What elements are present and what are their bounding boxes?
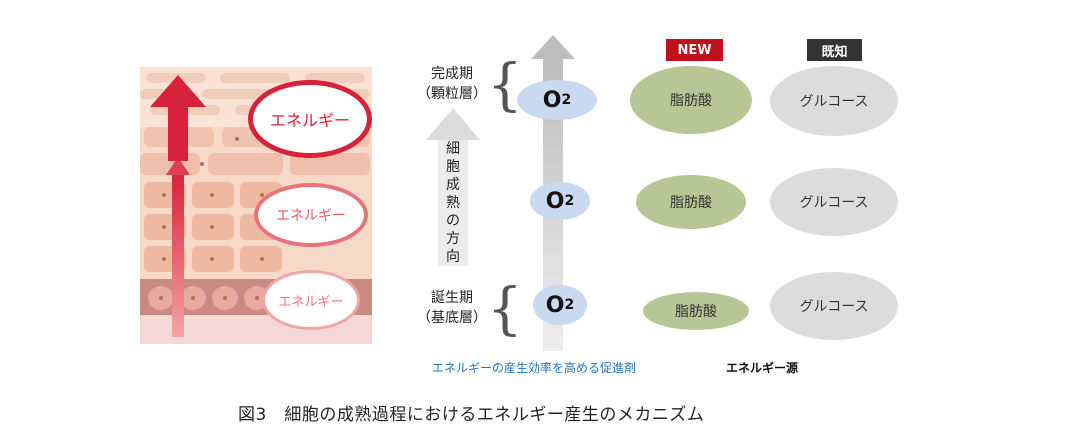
figure-title: 図3 細胞の成熟過程におけるエネルギー産生のメカニズム bbox=[238, 405, 705, 425]
direction-char: 向 bbox=[446, 249, 460, 265]
maturation-direction-text: 細 胞 成 熟 の 方 向 bbox=[443, 140, 463, 266]
tag-known: 既知 bbox=[807, 39, 862, 61]
glucose-bottom: グルコース bbox=[770, 272, 898, 340]
fatty-acid-bottom: 脂肪酸 bbox=[643, 292, 749, 330]
o2-symbol: O bbox=[545, 292, 565, 318]
direction-char: 方 bbox=[446, 231, 460, 247]
direction-char: 胞 bbox=[446, 159, 460, 175]
stage-mature-label: 完成期 （顆粒層） bbox=[412, 64, 492, 104]
o2-symbol: O bbox=[542, 87, 562, 113]
caption-promoter: エネルギーの産生効率を高める促進剤 bbox=[432, 361, 637, 375]
glucose-middle: グルコース bbox=[770, 168, 898, 236]
maturation-direction-arrow bbox=[426, 108, 480, 266]
stage-birth-line1: 誕生期 bbox=[431, 290, 473, 306]
direction-char: 成 bbox=[446, 177, 460, 193]
stage-mature-line1: 完成期 bbox=[431, 66, 473, 82]
o2-symbol: O bbox=[545, 188, 565, 214]
energy-up-arrow bbox=[150, 75, 206, 337]
brace-bottom: { bbox=[487, 277, 523, 342]
energy-oval-large: エネルギー bbox=[248, 80, 372, 158]
direction-char: 細 bbox=[446, 141, 460, 157]
o2-subscript: 2 bbox=[564, 193, 575, 209]
energy-oval-small: エネルギー bbox=[262, 270, 360, 330]
energy-label: エネルギー bbox=[269, 111, 350, 130]
fatty-acid-top: 脂肪酸 bbox=[630, 66, 752, 134]
o2-subscript: 2 bbox=[561, 92, 572, 108]
o2-subscript: 2 bbox=[564, 297, 575, 313]
brace-top: { bbox=[487, 53, 523, 118]
direction-char: 熟 bbox=[446, 195, 460, 211]
caption-energy-source: エネルギー源 bbox=[726, 361, 799, 375]
stage-birth-line2: （基底層） bbox=[417, 310, 487, 326]
stage-birth-label: 誕生期 （基底層） bbox=[412, 288, 492, 328]
glucose-top: グルコース bbox=[770, 66, 898, 136]
tag-new: NEW bbox=[666, 39, 723, 61]
direction-char: の bbox=[446, 213, 460, 229]
fatty-acid-middle: 脂肪酸 bbox=[636, 175, 746, 229]
stage-mature-line2: （顆粒層） bbox=[417, 86, 487, 102]
energy-oval-medium: エネルギー bbox=[254, 183, 368, 247]
energy-label: エネルギー bbox=[276, 208, 346, 224]
energy-label: エネルギー bbox=[278, 294, 344, 310]
